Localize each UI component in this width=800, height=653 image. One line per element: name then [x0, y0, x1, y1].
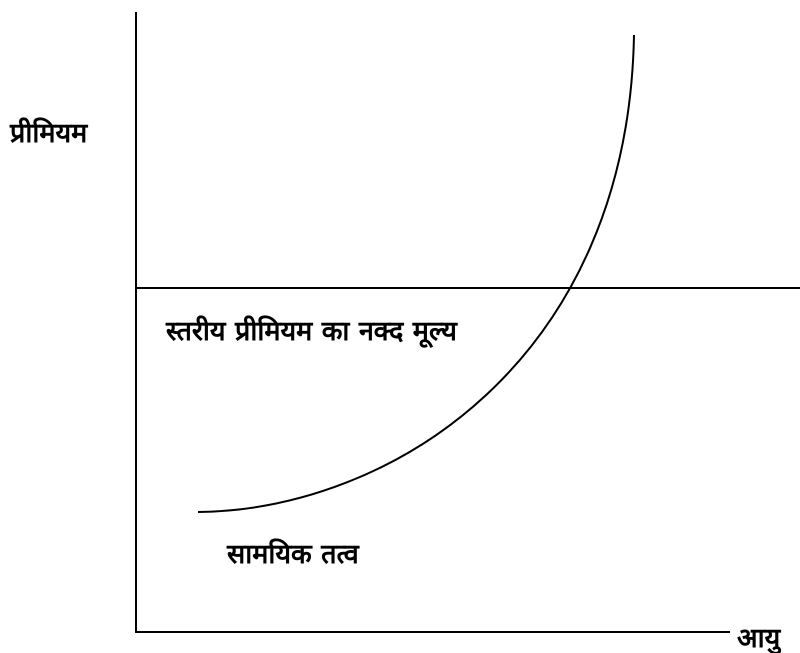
axes	[135, 12, 730, 633]
term-element-label: सामयिक तत्व	[226, 538, 360, 570]
level-premium-label: स्तरीय प्रीमियम का नक्द मूल्य	[165, 315, 458, 349]
x-axis-label: आयु	[737, 623, 782, 653]
y-axis-label: प्रीमियम	[9, 117, 88, 149]
series-line-term-element	[197, 34, 635, 513]
